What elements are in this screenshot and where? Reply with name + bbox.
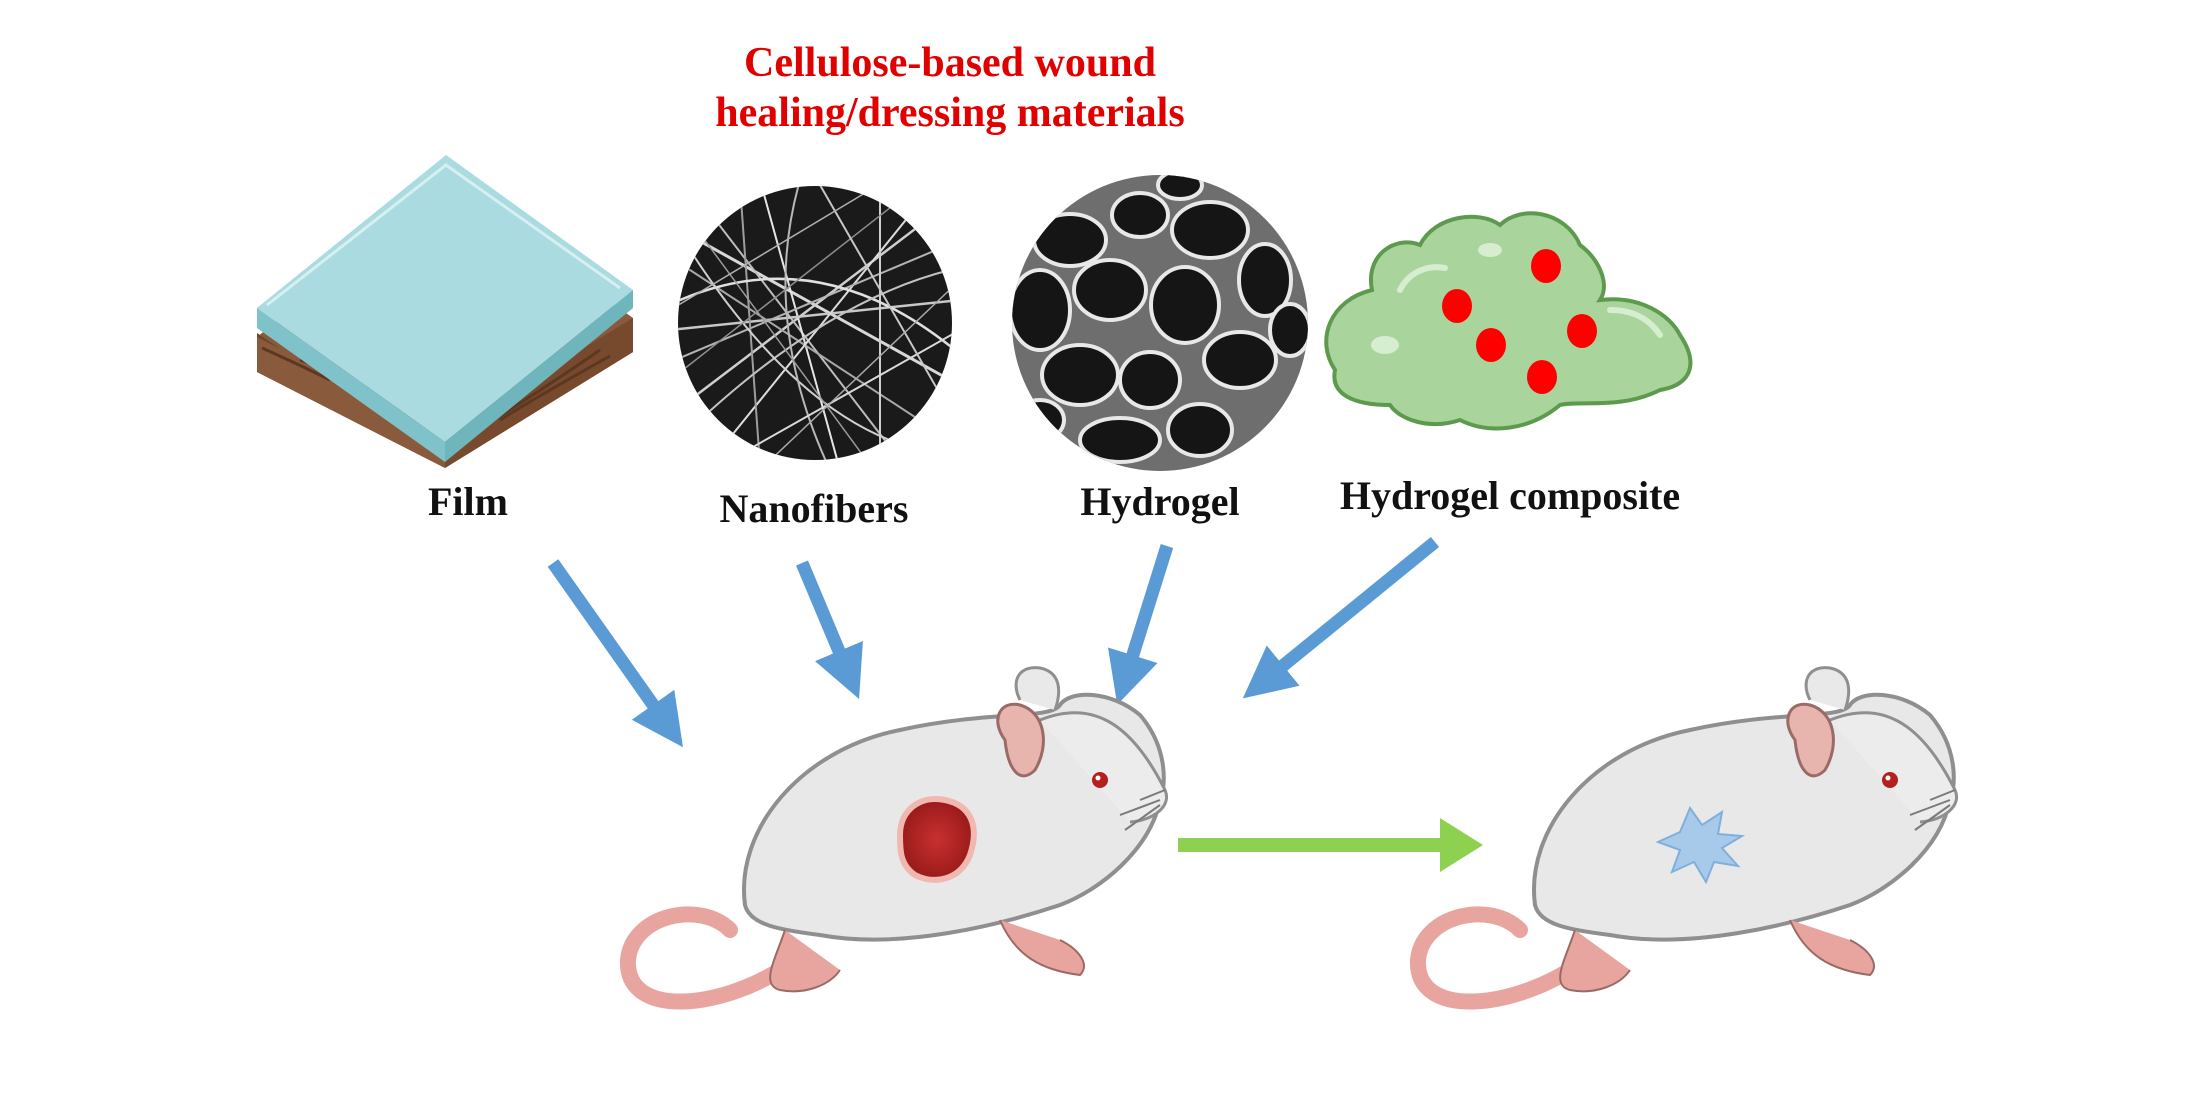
wound-mark [900,799,974,880]
healing-arrow [1178,818,1483,872]
hydrogel-composite-blob-icon [1326,213,1690,428]
wounded-mouse-icon [628,668,1167,1002]
healed-mouse-icon [1418,668,1957,1002]
arrow-nanofibers [802,563,849,675]
arrow-hydrogel [1125,546,1167,680]
material-to-mouse-arrows [553,542,1435,726]
arrow-hydrogel-composite [1263,542,1435,682]
porous-hydrogel-icon [1010,171,1310,471]
film-layers-icon [257,155,633,468]
arrow-film [553,563,668,726]
nanofiber-mesh-icon [670,180,960,470]
